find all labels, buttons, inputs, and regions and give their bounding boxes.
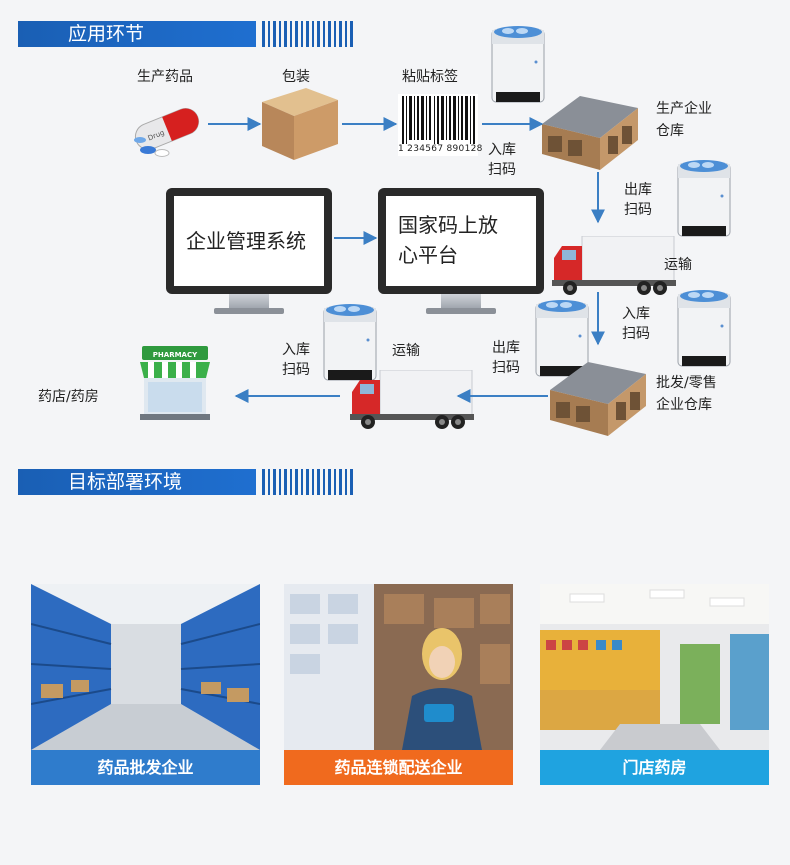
barcode-stripes-decoration	[262, 469, 356, 495]
monitor-neck	[441, 294, 481, 310]
monitor-foot	[426, 308, 496, 314]
label-out-scan-2: 出库扫码	[492, 340, 520, 376]
label-wholesale-warehouse: 批发/零售企业仓库	[656, 375, 717, 413]
label-out-scan-1: 出库扫码	[624, 182, 652, 218]
card-caption: 药品连锁配送企业	[284, 750, 513, 785]
barcode-stripes-decoration	[262, 21, 356, 47]
card-caption: 药品批发企业	[31, 750, 260, 785]
label-sticker: 粘贴标签	[402, 69, 458, 85]
pharmacy-store-icon: PHARMACY	[138, 340, 212, 424]
flow-arrows	[208, 117, 605, 403]
national-platform-monitor: 国家码上放心平台	[378, 188, 544, 316]
label-factory-warehouse: 生产企业仓库	[656, 101, 712, 139]
label-produce-drug: 生产药品	[137, 69, 193, 85]
card-store-pharmacy: 门店药房	[540, 584, 769, 785]
pharmacist-photo	[284, 584, 513, 750]
label-pharmacy: 药店/药房	[38, 389, 99, 405]
pills-icon: Drug	[128, 100, 206, 158]
label-transport-2: 运输	[392, 343, 420, 359]
erp-monitor: 企业管理系统	[166, 188, 332, 316]
card-chain-distribution: 药品连锁配送企业	[284, 584, 513, 785]
erp-system-label: 企业管理系统	[174, 196, 324, 286]
label-in-scan-3: 入库扫码	[282, 342, 310, 378]
section-title: 应用环节	[68, 23, 145, 45]
barcode-icon: 1 234567 890128	[398, 94, 482, 156]
pharmacy-sign: PHARMACY	[153, 351, 198, 359]
package-box-icon	[262, 88, 338, 160]
label-package: 包装	[282, 69, 310, 85]
national-platform-label: 国家码上放心平台	[386, 196, 536, 286]
section-title: 目标部署环境	[68, 471, 183, 493]
card-caption: 门店药房	[540, 750, 769, 785]
warehouse-photo	[31, 584, 260, 750]
label-transport-1: 运输	[664, 257, 692, 273]
label-in-scan-1: 入库扫码	[488, 142, 516, 178]
header-bar	[18, 469, 256, 495]
monitor-foot	[214, 308, 284, 314]
drugstore-photo	[540, 584, 769, 750]
barcode-number: 1 234567 890128	[398, 144, 483, 154]
label-in-scan-2: 入库扫码	[622, 306, 650, 342]
card-wholesale: 药品批发企业	[31, 584, 260, 785]
header-bar	[18, 21, 256, 47]
monitor-neck	[229, 294, 269, 310]
